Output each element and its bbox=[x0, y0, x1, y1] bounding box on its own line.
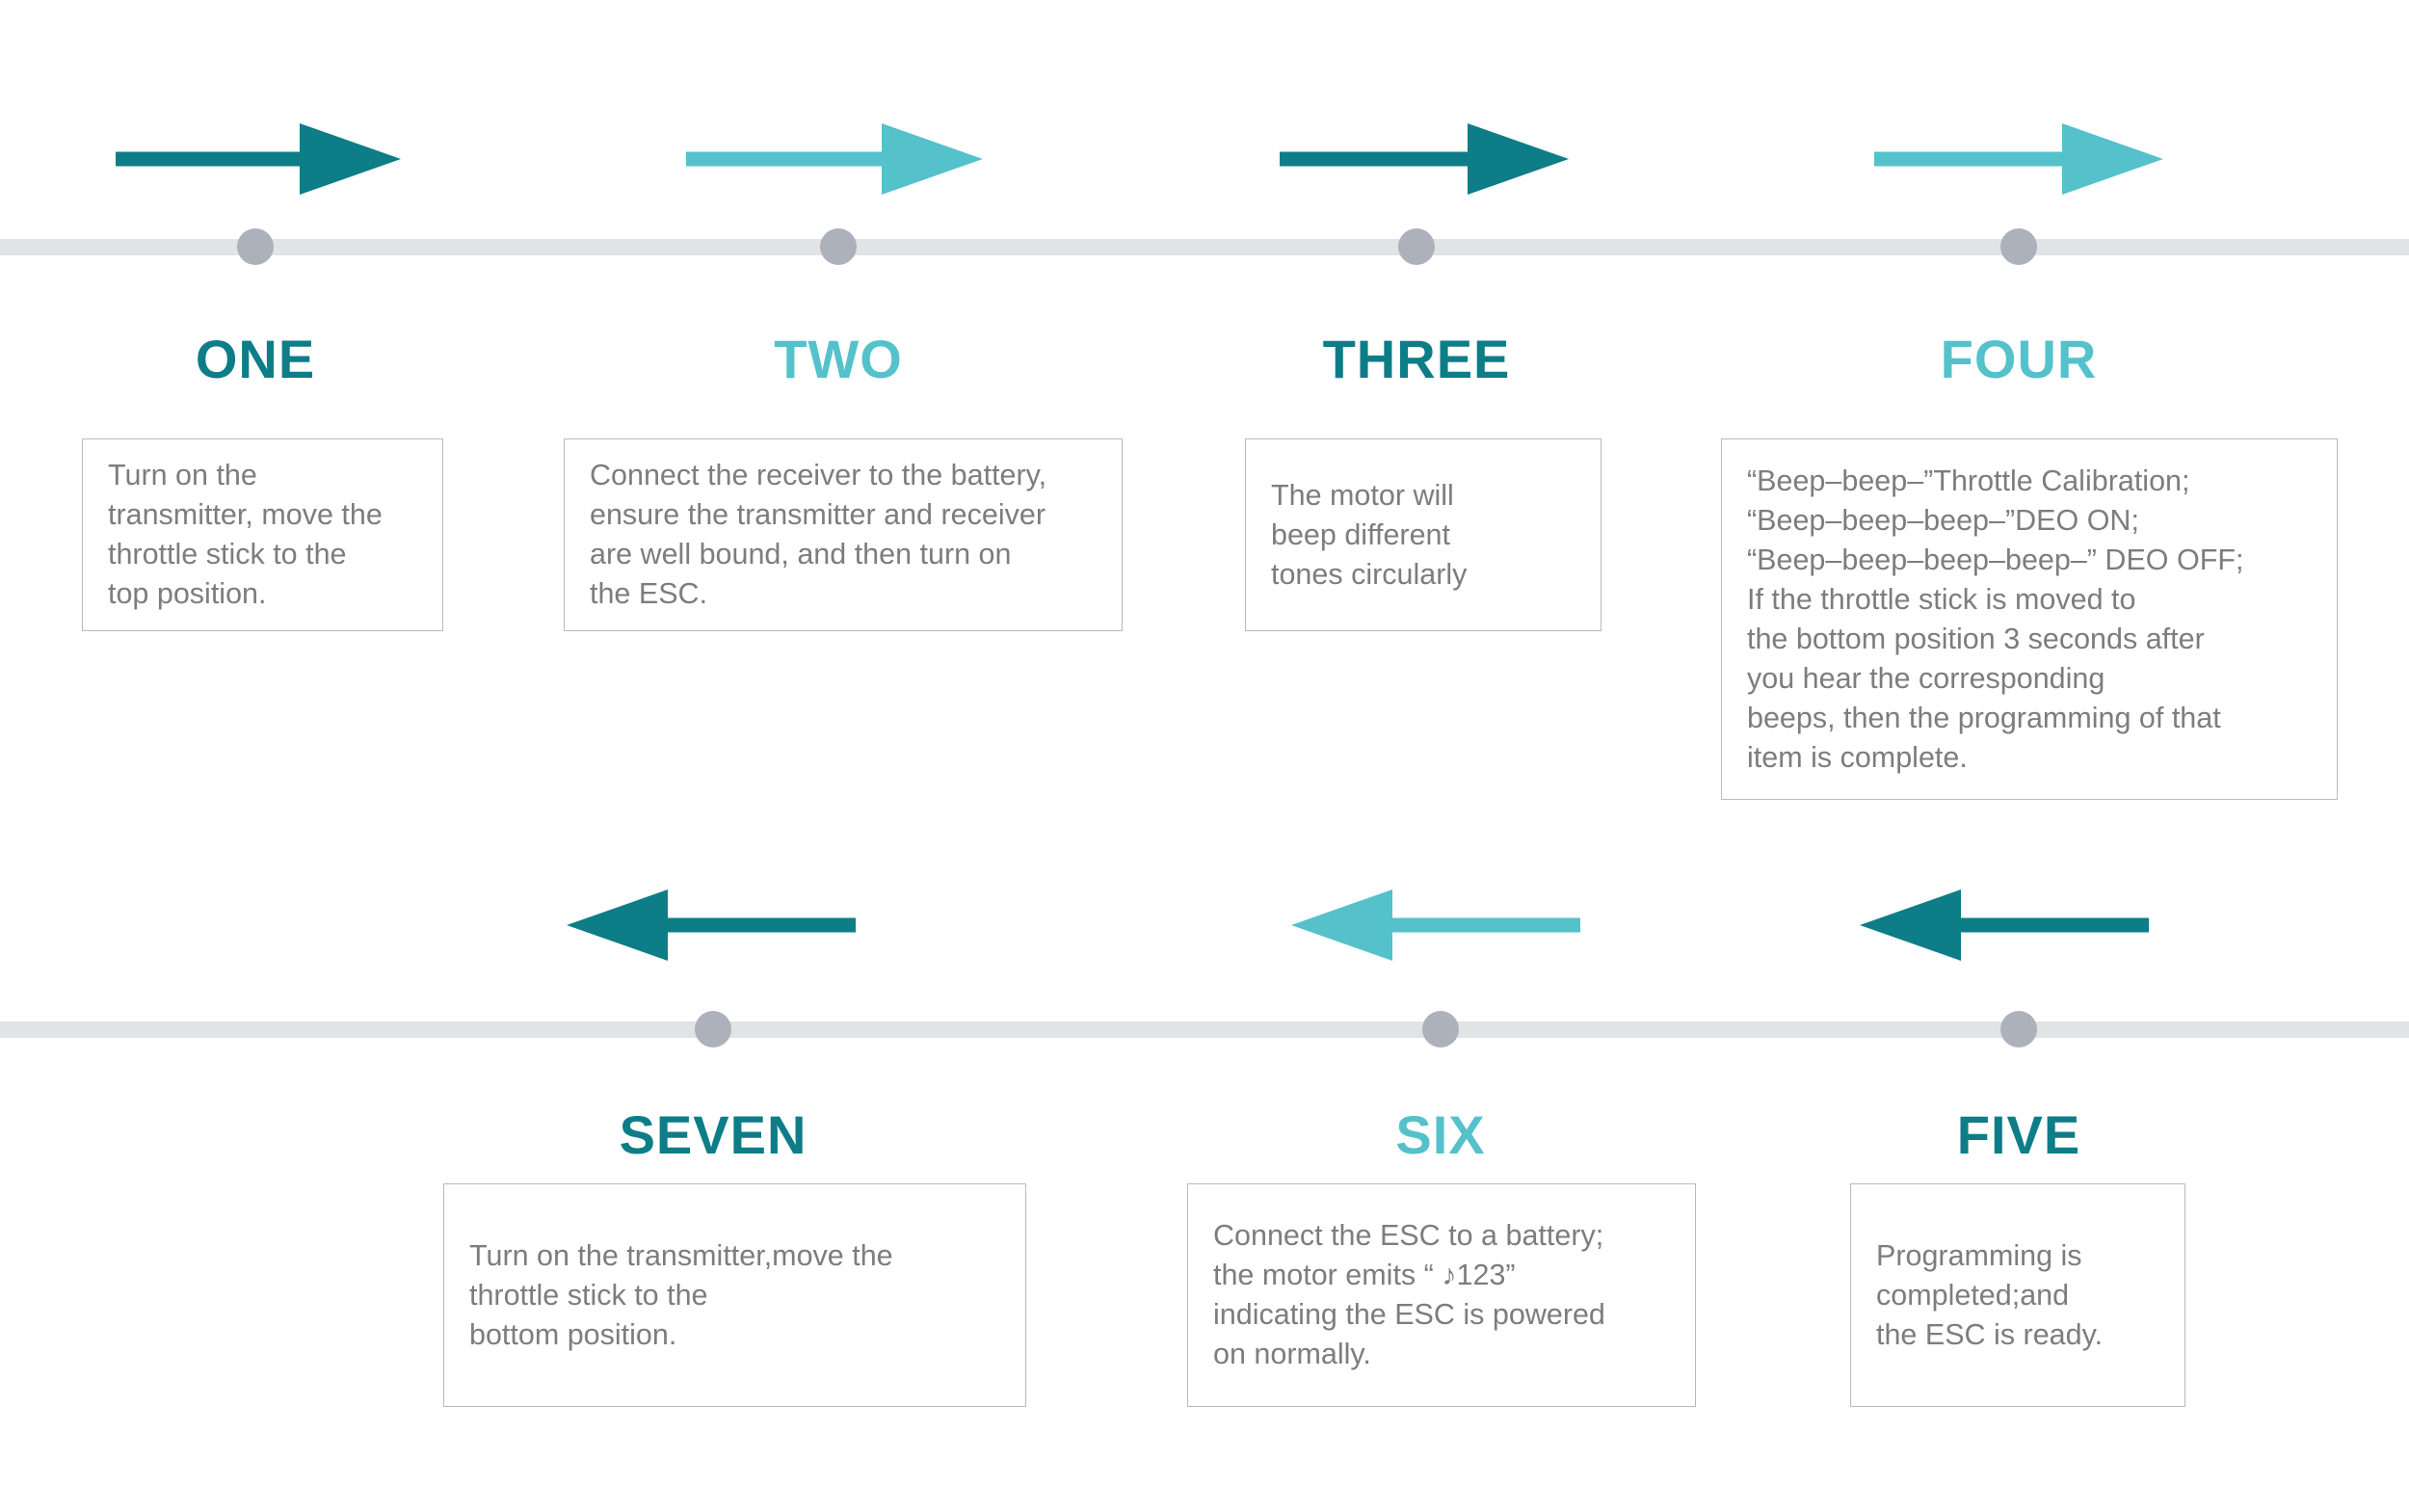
timeline-node-dot bbox=[820, 228, 857, 265]
description-text-five: Programming is completed;and the ESC is … bbox=[1876, 1238, 2104, 1351]
timeline-node-dot bbox=[2000, 228, 2037, 265]
step-heading-four: FOUR bbox=[1940, 329, 2098, 389]
arrow-right-icon bbox=[1874, 123, 2163, 195]
timeline-node-dot bbox=[1398, 228, 1435, 265]
arrow-right-icon bbox=[1280, 123, 1569, 195]
timeline-rail-bottom bbox=[0, 1021, 2409, 1038]
step-heading-one: ONE bbox=[195, 329, 316, 389]
arrow-right-icon bbox=[116, 123, 401, 195]
timeline-node-dot bbox=[695, 1011, 731, 1048]
arrow-left-icon bbox=[1291, 889, 1580, 961]
description-box-seven: Turn on the transmitter,move the throttl… bbox=[443, 1183, 1026, 1407]
description-box-six: Connect the ESC to a battery; the motor … bbox=[1187, 1183, 1696, 1407]
step-heading-seven: SEVEN bbox=[619, 1104, 807, 1165]
description-box-two: Connect the receiver to the battery, ens… bbox=[564, 438, 1123, 631]
arrow-left-icon bbox=[567, 889, 856, 961]
description-text-six: Connect the ESC to a battery; the motor … bbox=[1213, 1219, 1605, 1370]
timeline-rail-top bbox=[0, 239, 2409, 255]
description-box-one: Turn on the transmitter, move the thrott… bbox=[82, 438, 443, 631]
timeline-node-dot bbox=[2000, 1011, 2037, 1048]
description-text-three: The motor will beep different tones circ… bbox=[1271, 478, 1468, 591]
timeline-node-dot bbox=[1422, 1011, 1459, 1048]
step-heading-five: FIVE bbox=[1956, 1104, 2081, 1165]
description-text-one: Turn on the transmitter, move the thrott… bbox=[108, 459, 383, 610]
description-box-four: “Beep–beep–”Throttle Calibration; “Beep–… bbox=[1721, 438, 2338, 800]
step-heading-three: THREE bbox=[1322, 329, 1511, 389]
description-box-five: Programming is completed;and the ESC is … bbox=[1850, 1183, 2185, 1407]
step-heading-six: SIX bbox=[1395, 1104, 1486, 1165]
arrow-right-icon bbox=[686, 123, 983, 195]
timeline-node-dot bbox=[237, 228, 274, 265]
step-heading-two: TWO bbox=[774, 329, 903, 389]
description-text-two: Connect the receiver to the battery, ens… bbox=[590, 459, 1047, 610]
description-box-three: The motor will beep different tones circ… bbox=[1245, 438, 1602, 631]
arrow-left-icon bbox=[1860, 889, 2149, 961]
description-text-four: “Beep–beep–”Throttle Calibration; “Beep–… bbox=[1747, 464, 2244, 774]
description-text-seven: Turn on the transmitter,move the throttl… bbox=[469, 1238, 893, 1351]
